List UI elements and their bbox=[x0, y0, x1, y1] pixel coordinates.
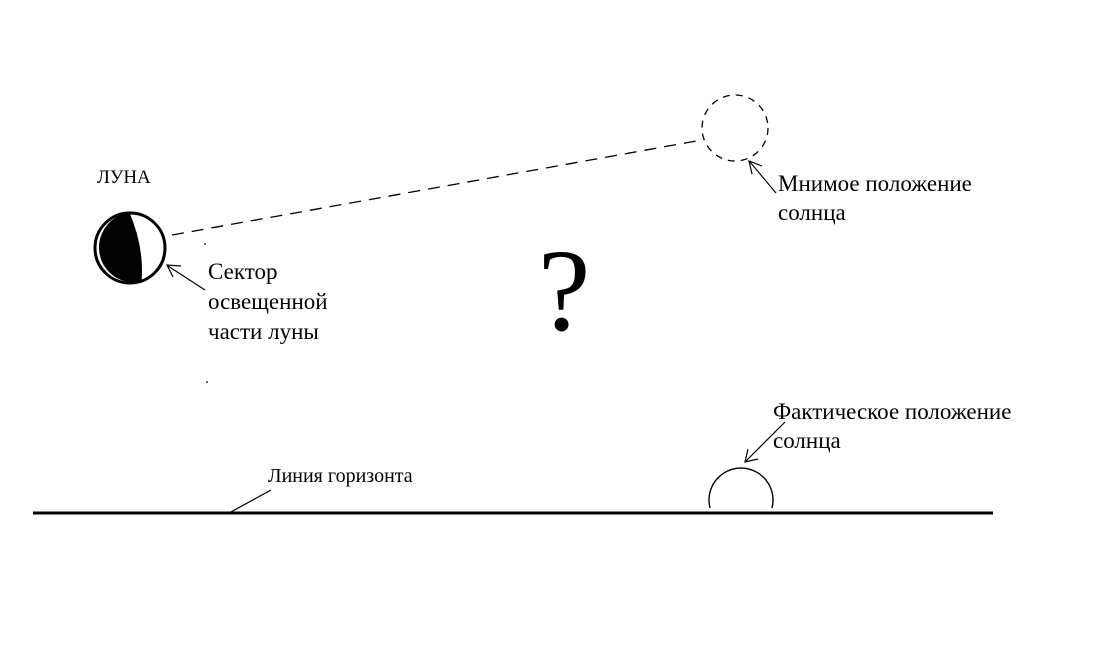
lit-sector-label-line-3: части луны bbox=[208, 319, 319, 344]
apparent-sun-label: Мнимое положение солнца bbox=[778, 170, 972, 228]
moon-dark-side bbox=[98, 213, 141, 283]
question-mark: ? bbox=[538, 225, 591, 356]
lit-sector-label-line-2: освещенной bbox=[208, 289, 328, 314]
actual-sun-label-line-1: Фактическое положение bbox=[773, 399, 1012, 424]
moon-sun-dashed-line bbox=[171, 139, 703, 236]
actual-sun-label-line-2: солнца bbox=[773, 427, 841, 453]
moon-label: ЛУНА bbox=[97, 167, 151, 188]
lit-sector-arrow bbox=[165, 264, 206, 291]
apparent-sun-label-line-2: солнца bbox=[778, 199, 846, 225]
moon-terminator bbox=[126, 212, 142, 283]
apparent-sun-label-line-1: Мнимое положение bbox=[778, 171, 972, 196]
apparent-sun-arrow bbox=[748, 160, 777, 194]
actual-sun-label: Фактическое положение солнца bbox=[773, 398, 1011, 456]
stray-dot bbox=[206, 381, 208, 383]
actual-sun-arrow bbox=[744, 421, 786, 463]
horizon-label-leader bbox=[228, 489, 272, 514]
horizon-label: Линия горизонта bbox=[268, 465, 413, 487]
lit-sector-label-line-1: Сектор bbox=[208, 259, 278, 284]
stray-dot bbox=[204, 243, 206, 245]
actual-sun-semicircle bbox=[708, 467, 774, 509]
lit-sector-label: Сектор освещенной части луны bbox=[208, 257, 328, 347]
apparent-sun-circle bbox=[701, 94, 769, 162]
moon bbox=[93, 211, 167, 285]
